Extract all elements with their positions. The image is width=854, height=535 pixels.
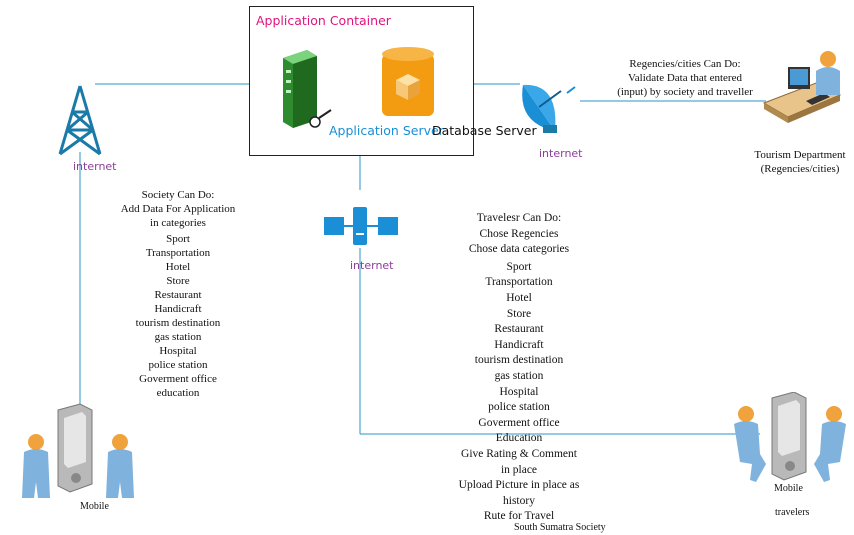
- tourism-department-label: Tourism Department (Regencies/cities): [746, 148, 854, 176]
- travelers-extra-item: Give Rating & Comment: [461, 447, 577, 460]
- society-mobile-users-icon: [22, 403, 134, 498]
- container-title: Application Container: [256, 13, 391, 28]
- society-item: Goverment office: [139, 373, 217, 385]
- travelers-item: Goverment office: [478, 416, 560, 429]
- internet-label-left: internet: [73, 160, 117, 173]
- travelers-item: Education: [495, 432, 543, 445]
- regencies-text: Regencies/cities Can Do: Validate Data t…: [610, 57, 760, 99]
- application-server-label: Application Server: [329, 123, 444, 138]
- mobile-phone-icon: [57, 403, 93, 493]
- society-item: education: [156, 387, 200, 399]
- tourism-line2: (Regencies/cities): [760, 163, 840, 175]
- travelers-category-list: Sport Transportation Hotel Store Restaur…: [434, 260, 604, 447]
- travelers-block: Travelesr Can Do: Chose Regencies Chose …: [434, 211, 604, 525]
- person-icon: [106, 434, 134, 498]
- society-block: Society Can Do: Add Data For Application…: [100, 188, 256, 400]
- application-server-icon: [283, 50, 332, 128]
- internet-label-right: internet: [539, 147, 583, 160]
- internet-tower-icon: [58, 85, 102, 156]
- travelers-item: tourism destination: [474, 354, 564, 367]
- travelers-item: Restaurant: [494, 323, 544, 336]
- internet-label-center: internet: [350, 259, 394, 272]
- person-icon: [814, 406, 846, 482]
- society-line2: in categories: [150, 217, 206, 229]
- society-item: police station: [148, 359, 208, 371]
- travelers-extra-item: Rute for Travel: [483, 510, 555, 523]
- society-heading: Society Can Do:: [141, 189, 215, 201]
- tourism-department-computer-icon: [762, 51, 842, 123]
- traveler-mobile-users-icon: [734, 392, 846, 482]
- travelers-item: Hospital: [499, 385, 539, 398]
- society-item: Transportation: [145, 247, 211, 259]
- mobile-phone-icon: [771, 392, 807, 481]
- travelers-extra-item: in place: [500, 463, 538, 476]
- travelers-item: Store: [506, 307, 532, 320]
- person-icon: [22, 434, 50, 498]
- travelers-item: Transportation: [485, 276, 553, 289]
- database-server-icon: [382, 47, 434, 116]
- travelers-line1: Chose Regencies: [479, 227, 559, 240]
- mobile-label-right: Mobile: [774, 483, 803, 494]
- travelers-extra-item: history: [503, 494, 535, 507]
- footer-caption: South Sumatra Society: [514, 522, 606, 533]
- society-item: gas station: [154, 331, 202, 343]
- society-item: Hotel: [165, 261, 191, 273]
- person-icon: [734, 406, 766, 482]
- society-line1: Add Data For Application: [120, 203, 236, 215]
- society-item: Handicraft: [154, 303, 202, 315]
- satellite-dish-icon: [522, 84, 576, 133]
- society-item: tourism destination: [135, 317, 221, 329]
- society-item: Sport: [166, 233, 190, 245]
- travelers-line2: Chose data categories: [468, 243, 570, 256]
- travelers-caption: travelers: [775, 507, 810, 518]
- tourism-line1: Tourism Department: [754, 149, 846, 161]
- regencies-line1: Validate Data that entered: [628, 72, 742, 84]
- society-item: Hospital: [159, 345, 197, 357]
- mobile-label-left: Mobile: [80, 501, 109, 512]
- society-category-list: Sport Transportation Hotel Store Restaur…: [100, 232, 256, 400]
- travelers-item: Hotel: [506, 291, 532, 304]
- database-server-label: Database Server: [432, 123, 537, 138]
- travelers-item: Handicraft: [494, 338, 544, 351]
- travelers-item: Sport: [506, 260, 532, 273]
- society-item: Restaurant: [154, 289, 202, 301]
- travelers-extra-list: Give Rating & Comment in place Upload Pi…: [434, 447, 604, 525]
- regencies-line2: (input) by society and traveller: [617, 86, 753, 98]
- application-container: [249, 6, 474, 156]
- travelers-extra-item: Upload Picture in place as: [458, 479, 580, 492]
- travelers-item: police station: [488, 401, 550, 414]
- society-item: Store: [166, 275, 190, 287]
- travelers-item: gas station: [494, 369, 544, 382]
- travelers-heading: Travelesr Can Do:: [476, 212, 562, 224]
- regencies-heading: Regencies/cities Can Do:: [629, 58, 741, 70]
- satellite-icon: [324, 207, 398, 245]
